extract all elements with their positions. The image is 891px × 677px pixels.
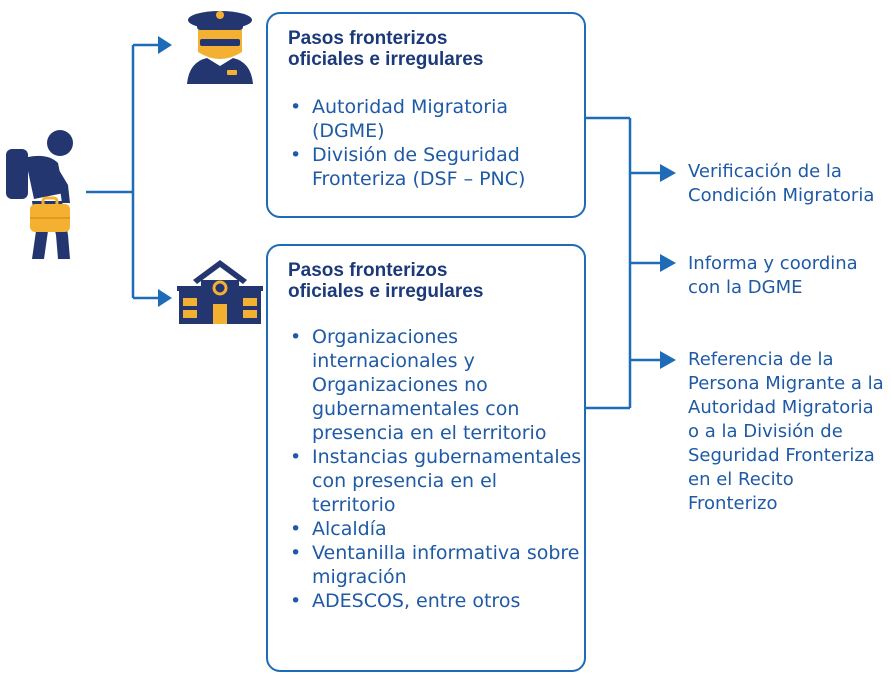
- list-item: Organizaciones internacionales y Organiz…: [288, 325, 581, 445]
- arrowhead-building: [158, 289, 172, 307]
- list-item-line: Autoridad Migratoria: [312, 96, 509, 118]
- arrowhead-outcome-2: [660, 254, 676, 272]
- organizations-box-title: Pasos fronterizos oficiales e irregulare…: [288, 260, 483, 302]
- title-line: oficiales e irregulares: [288, 281, 484, 302]
- outcome-line: Informa y coordina: [688, 253, 858, 274]
- outcome-line: con la DGME: [688, 277, 803, 298]
- outcome-referral: Referencia de la Persona Migrante a la A…: [688, 348, 884, 516]
- list-item-line: gubernamentales con: [312, 398, 520, 420]
- title-line: oficiales e irregulares: [288, 49, 484, 70]
- list-item: Instancias gubernamentales con presencia…: [288, 445, 581, 517]
- list-item: Alcaldía: [288, 517, 581, 541]
- list-item-line: Alcaldía: [312, 518, 387, 540]
- outcome-line: o a la División de: [688, 421, 843, 442]
- outcome-coordination: Informa y coordina con la DGME: [688, 252, 858, 300]
- list-item-line: Organizaciones no: [312, 374, 488, 396]
- title-line: Pasos fronterizos: [288, 28, 448, 49]
- organizations-box: Pasos fronterizos oficiales e irregulare…: [266, 244, 586, 672]
- list-item-line: División de Seguridad: [312, 144, 520, 166]
- outcome-line: en el Recito: [688, 469, 794, 490]
- list-item-line: Organizaciones: [312, 326, 459, 348]
- list-item-line: migración: [312, 566, 407, 588]
- outcome-line: Fronterizo: [688, 493, 778, 514]
- list-item-line: ADESCOS, entre otros: [312, 590, 521, 612]
- officials-box: Pasos fronterizos oficiales e irregulare…: [266, 12, 586, 218]
- outcome-line: Persona Migrante a la: [688, 373, 884, 394]
- outcome-line: Autoridad Migratoria: [688, 397, 874, 418]
- list-item: División de Seguridad Fronteriza (DSF – …: [288, 143, 525, 191]
- list-item-line: presencia en el territorio: [312, 422, 547, 444]
- outcome-line: Referencia de la: [688, 349, 834, 370]
- list-item-line: con presencia en el: [312, 470, 498, 492]
- list-item-line: internacionales y: [312, 350, 475, 372]
- border-officer-icon: [187, 11, 253, 84]
- officials-box-title: Pasos fronterizos oficiales e irregulare…: [288, 28, 483, 70]
- arrowhead-outcome-1: [660, 164, 676, 182]
- arrowhead-officer: [158, 36, 172, 54]
- arrowhead-outcome-3: [660, 351, 676, 369]
- title-line: Pasos fronterizos: [288, 260, 448, 281]
- list-item: Ventanilla informativa sobre migración: [288, 541, 581, 589]
- list-item-line: (DGME): [312, 120, 385, 142]
- officials-list: Autoridad Migratoria (DGME) División de …: [288, 95, 525, 191]
- list-item-line: territorio: [312, 494, 396, 516]
- institution-building-icon: [177, 260, 263, 324]
- person-with-suitcase-icon: [6, 130, 73, 259]
- list-item: ADESCOS, entre otros: [288, 589, 581, 613]
- list-item: Autoridad Migratoria (DGME): [288, 95, 525, 143]
- list-item-line: Fronteriza (DSF – PNC): [312, 168, 526, 190]
- outcome-verification: Verificación de la Condición Migratoria: [688, 160, 874, 208]
- outcome-line: Condición Migratoria: [688, 185, 875, 206]
- outcome-line: Verificación de la: [688, 161, 842, 182]
- organizations-list: Organizaciones internacionales y Organiz…: [288, 325, 581, 613]
- list-item-line: Ventanilla informativa sobre: [312, 542, 580, 564]
- outcome-line: Seguridad Fronteriza: [688, 445, 875, 466]
- list-item-line: Instancias gubernamentales: [312, 446, 582, 468]
